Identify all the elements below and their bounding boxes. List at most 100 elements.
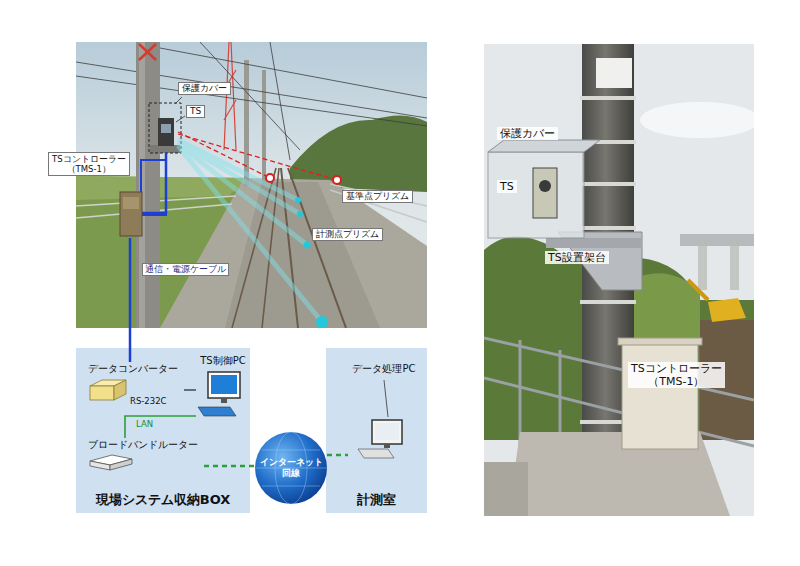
left-photo xyxy=(262,70,266,186)
system-band xyxy=(326,348,427,513)
left-photo xyxy=(178,146,322,322)
pc-icon xyxy=(208,372,240,398)
right-photo xyxy=(484,44,754,516)
device-box: データ処理PC xyxy=(348,362,420,462)
left-photo xyxy=(330,190,427,222)
left-photo xyxy=(224,42,236,150)
left-photo xyxy=(224,100,236,120)
part-label: 保護カバー xyxy=(497,127,558,140)
connector-label: 通信・電源ケーブル xyxy=(142,263,229,276)
node-text: ブロードバンドルーター xyxy=(88,439,198,451)
left-photo xyxy=(297,211,303,217)
left-photo xyxy=(161,124,171,133)
left-photo xyxy=(333,176,341,184)
pc-icon xyxy=(384,444,390,448)
left-photo xyxy=(76,42,427,328)
right-photo xyxy=(698,246,707,290)
part-label: TS xyxy=(186,105,205,118)
right-photo xyxy=(580,96,636,100)
left-photo xyxy=(178,132,337,180)
part-label: TS設置架台 xyxy=(545,251,609,264)
system-band xyxy=(76,348,427,513)
right-photo xyxy=(596,58,632,88)
right-photo xyxy=(640,102,754,138)
left-photo xyxy=(178,134,337,180)
leader-line xyxy=(384,380,388,417)
part-label: 計測点プリズム xyxy=(312,228,383,241)
connector-label: RS-232C xyxy=(128,396,169,406)
right-photo xyxy=(488,152,584,238)
right-photo xyxy=(708,298,746,322)
connector xyxy=(204,465,255,468)
part-label: 保護カバー xyxy=(178,82,231,95)
left-photo xyxy=(225,182,380,328)
right-photo xyxy=(580,226,636,230)
connector xyxy=(327,454,348,457)
leader-line xyxy=(384,380,388,417)
label-box: 保護カバー xyxy=(497,127,558,140)
globe-icon xyxy=(262,450,320,451)
node-text: データコンバーター xyxy=(88,363,178,375)
left-photo xyxy=(150,145,180,153)
left-photo xyxy=(316,316,328,328)
part-label: 基準点プリズム xyxy=(342,190,413,203)
left-photo xyxy=(200,42,300,150)
left-photo xyxy=(139,44,156,60)
right-photo xyxy=(546,238,642,248)
pc-icon xyxy=(211,375,237,394)
system-band: 計測室データ処理PC xyxy=(326,348,427,513)
node-text: データ処理PC xyxy=(352,363,415,375)
left-photo xyxy=(141,160,166,215)
right-photo xyxy=(618,338,702,345)
connector xyxy=(125,416,196,438)
system-band xyxy=(76,348,250,513)
left-photo xyxy=(178,132,270,178)
pc-icon xyxy=(375,423,399,440)
leader-line xyxy=(175,97,185,122)
right-photo xyxy=(539,180,551,192)
connector-label-box: RS-232C xyxy=(128,396,169,406)
left-photo xyxy=(270,42,290,160)
pc-icon xyxy=(198,372,240,416)
left-photo xyxy=(244,60,249,186)
network-globe: インターネット 回線 xyxy=(255,432,327,504)
device-box: TS制御PC xyxy=(196,354,250,420)
left-photo xyxy=(178,142,300,214)
connector-label-box: 通信・電源ケーブル xyxy=(142,263,229,276)
device-box: ブロードバンドルーター xyxy=(86,438,204,474)
left-photo xyxy=(158,118,174,146)
leader-line xyxy=(175,97,182,104)
right-photo xyxy=(533,168,557,218)
connector xyxy=(184,389,196,390)
system-band: 現場システム収納BOX データコンバーター TS制御PC ブロードバンドルーター xyxy=(76,348,250,513)
pc-icon xyxy=(198,407,236,416)
callout-box: TSコントローラー （TMS-1） xyxy=(44,150,144,238)
node-text: 現場システム収納BOX xyxy=(96,492,231,508)
label-box: 計測点プリズム xyxy=(312,228,383,241)
label-box: 保護カバー xyxy=(178,82,231,95)
left-photo xyxy=(224,42,229,150)
pc-icon xyxy=(358,449,394,458)
pc-icon xyxy=(221,398,227,403)
left-photo xyxy=(76,62,427,118)
node-text: インターネット 回線 xyxy=(260,457,323,479)
globe-icon xyxy=(255,432,327,504)
globe-icon xyxy=(255,432,327,504)
globe-icon xyxy=(262,486,320,487)
node-text: TS制御PC xyxy=(200,355,245,367)
right-photo xyxy=(688,280,708,300)
label-box: 基準点プリズム xyxy=(342,190,413,203)
part-label: TSコントローラー （TMS-1） xyxy=(628,362,725,388)
left-photo xyxy=(123,197,139,209)
converter-icon xyxy=(90,380,126,400)
router-icon xyxy=(90,455,132,470)
connector-label: LAN xyxy=(134,419,155,429)
router-icon xyxy=(90,461,110,470)
pc-icon xyxy=(372,420,402,444)
left-photo xyxy=(149,103,181,153)
left-photo xyxy=(76,42,427,160)
label-box: TS xyxy=(186,105,205,118)
